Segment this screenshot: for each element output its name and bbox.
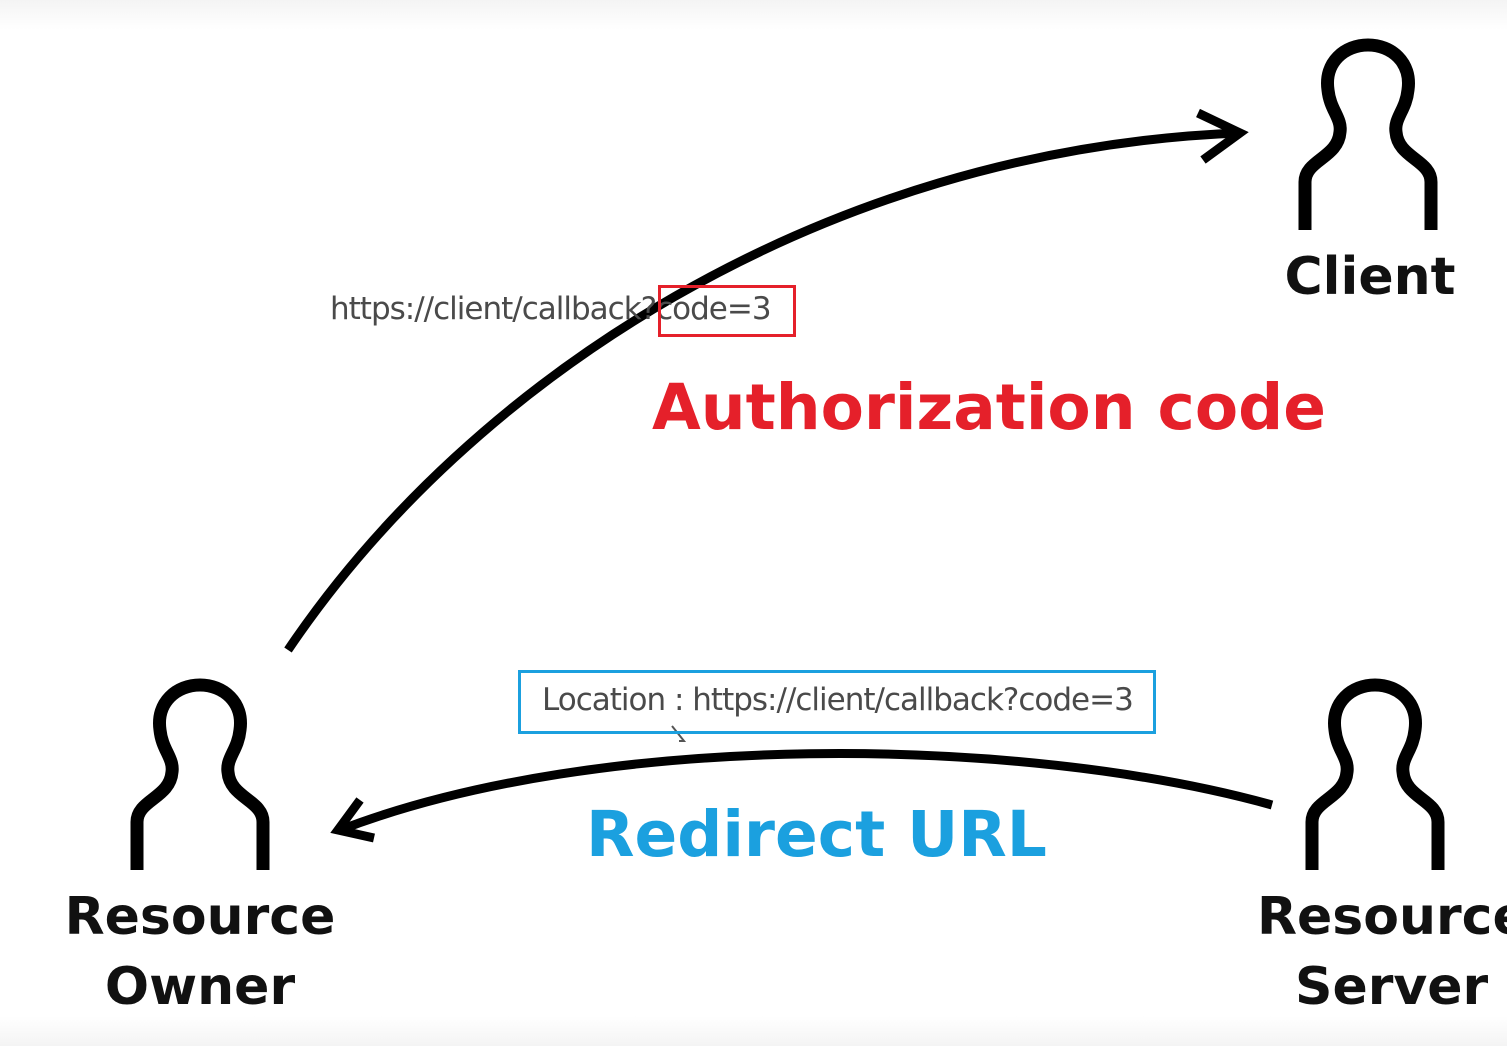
- location-header-box: [518, 670, 1156, 734]
- authorization-code-caption: Authorization code: [652, 368, 1326, 448]
- location-header-value: Location : https://client/callback?code=…: [542, 682, 1134, 718]
- location-header-text: Location : https://client/callback?code=…: [542, 680, 1134, 720]
- callback-url-code: ?code=3: [640, 291, 772, 327]
- resource-owner-label-line1: Resource: [64, 887, 336, 947]
- resource-server-label-line2: Server: [1295, 957, 1489, 1017]
- resource-owner-label: Resource Owner: [50, 882, 350, 1022]
- resource-server-label-line1: Resource: [1257, 887, 1507, 947]
- callback-url-prefix: https://client/callback: [330, 291, 642, 327]
- resource-server-person-icon: [1305, 678, 1445, 870]
- arrow-head-icon-owner: [330, 797, 375, 843]
- authorization-code-caption-text: Authorization code: [652, 371, 1326, 444]
- resource-owner-person-icon: [130, 678, 270, 870]
- code-highlight-box: [658, 285, 796, 337]
- arrow-head-icon-client: [1196, 108, 1249, 164]
- client-label-text: Client: [1284, 247, 1456, 307]
- resource-owner-label-line2: Owner: [104, 957, 296, 1017]
- arrow-owner-to-client: [284, 128, 1239, 653]
- resource-server-label: Resource Server: [1240, 882, 1507, 1022]
- callback-url: https://client/callback?code=3: [330, 289, 772, 329]
- redirect-url-caption-text: Redirect URL: [586, 798, 1047, 871]
- arrow-server-to-owner: [338, 749, 1274, 835]
- redirect-url-caption: Redirect URL: [586, 795, 1047, 875]
- client-label: Client: [1280, 242, 1460, 312]
- client-person-icon: [1298, 38, 1438, 230]
